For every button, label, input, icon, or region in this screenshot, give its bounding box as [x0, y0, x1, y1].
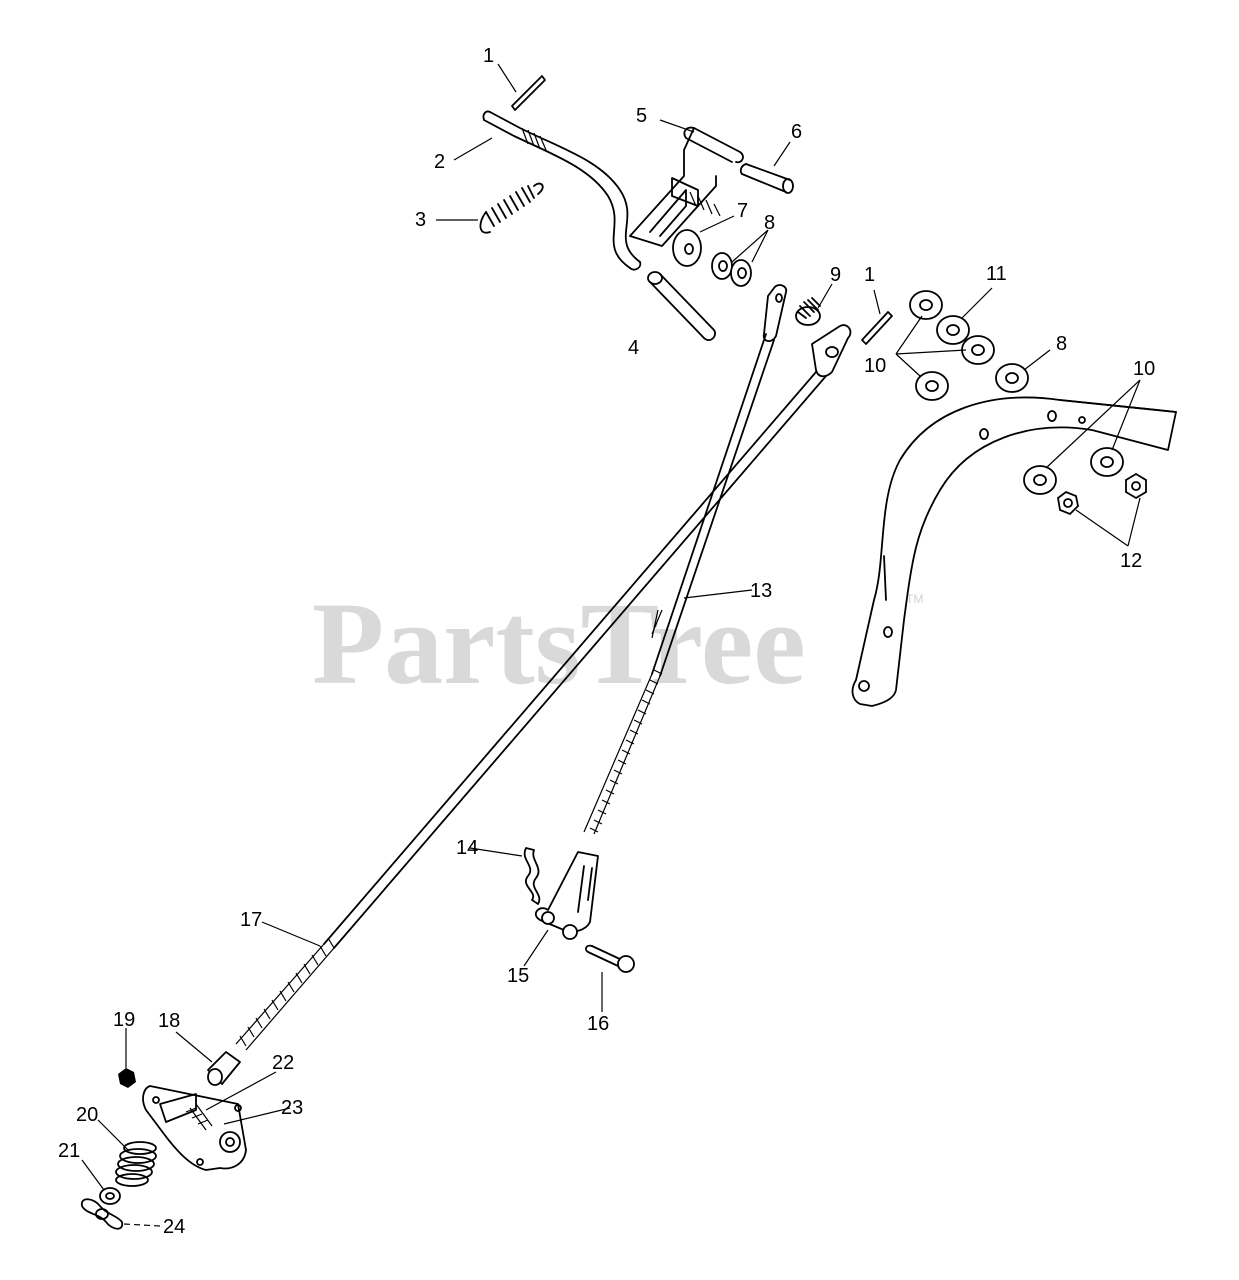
callout-18: 18 — [158, 1010, 180, 1032]
part-rod-17 — [235, 324, 852, 1051]
callout-19: 19 — [113, 1009, 135, 1031]
part-pin-4 — [647, 271, 716, 342]
part-washers-10-11 — [909, 290, 1029, 401]
part-washer-7 — [672, 229, 702, 267]
part-shift-lever — [482, 110, 642, 271]
part-hairpin-14 — [523, 847, 541, 905]
callout-21: 21 — [58, 1140, 80, 1162]
part-spring-9 — [795, 297, 821, 326]
callout-1-right: 1 — [864, 264, 875, 286]
callout-14: 14 — [456, 837, 478, 859]
part-bracket-5 — [629, 126, 744, 247]
callout-17: 17 — [240, 909, 262, 931]
part-washers-8 — [711, 252, 752, 287]
leader-lines — [81, 63, 1141, 1227]
callout-23: 23 — [281, 1097, 303, 1119]
part-clevis-15 — [535, 851, 599, 940]
part-spring-20 — [115, 1141, 157, 1187]
part-washer-21 — [99, 1187, 121, 1205]
part-cotter-pin-top — [511, 75, 546, 111]
callout-4: 4 — [628, 337, 639, 359]
callout-5: 5 — [636, 105, 647, 127]
callout-10-upper: 10 — [864, 355, 886, 377]
callout-8-right: 8 — [1056, 333, 1067, 355]
watermark-tm: TM — [906, 592, 923, 606]
part-clevis-pin-16 — [585, 944, 635, 973]
callout-12: 12 — [1120, 550, 1142, 572]
callout-15: 15 — [507, 965, 529, 987]
part-plate-bracket — [142, 1085, 247, 1171]
part-nut-19 — [118, 1068, 136, 1088]
part-wing-nut-24 — [81, 1198, 124, 1230]
callout-24: 24 — [163, 1216, 185, 1238]
callout-1: 1 — [483, 45, 494, 67]
part-cotter-pin-right — [861, 311, 893, 345]
callout-22: 22 — [272, 1052, 294, 1074]
callout-2: 2 — [434, 151, 445, 173]
part-sleeve-18 — [207, 1051, 241, 1086]
callout-10-lower: 10 — [1133, 358, 1155, 380]
callout-20: 20 — [76, 1104, 98, 1126]
callout-11: 11 — [986, 263, 1007, 285]
callout-3: 3 — [415, 209, 426, 231]
callout-8: 8 — [764, 212, 775, 234]
callout-13: 13 — [750, 580, 772, 602]
part-nuts-12 — [1057, 472, 1147, 516]
callout-9: 9 — [830, 264, 841, 286]
watermark-text: PartsTree — [312, 578, 806, 709]
part-washers-10-lower — [1023, 447, 1124, 495]
part-pin-6 — [739, 163, 794, 194]
callout-7: 7 — [737, 200, 748, 222]
part-spring-3 — [479, 182, 544, 234]
callout-6: 6 — [791, 121, 802, 143]
part-rod-13 — [583, 284, 788, 835]
part-control-arm — [851, 396, 1177, 707]
callout-16: 16 — [587, 1013, 609, 1035]
